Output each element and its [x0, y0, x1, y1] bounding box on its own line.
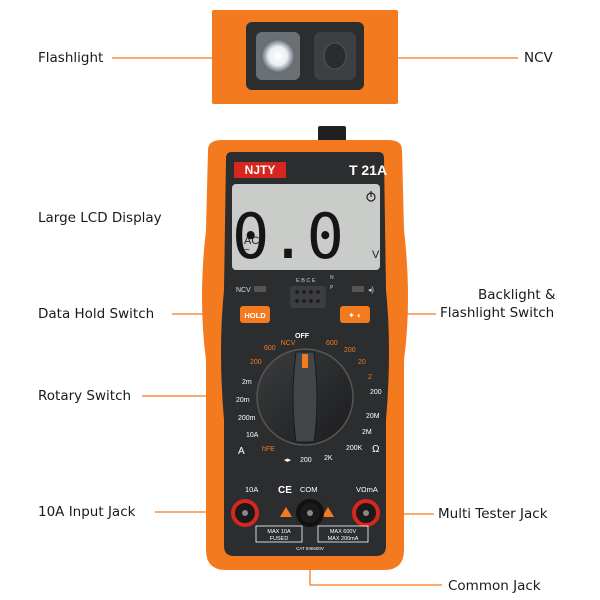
svg-text:2: 2 — [368, 374, 372, 381]
rotary-switch[interactable] — [256, 348, 354, 446]
hold-button-label: HOLD — [244, 311, 266, 320]
rotary-label: Rotary Switch — [38, 388, 132, 404]
lcd-mode: AC — [244, 235, 259, 247]
backlight-indicator-icon — [352, 286, 364, 292]
backlight-label-line2: Flashlight Switch — [440, 305, 555, 321]
jack-vohm[interactable] — [352, 499, 380, 527]
backlight-button-icon: ✦ ◐ — [348, 311, 362, 320]
svg-text:OFF: OFF — [295, 333, 310, 340]
svg-text:600: 600 — [264, 345, 276, 352]
svg-text:◂▸: ◂▸ — [284, 457, 292, 464]
ncv-indicator-icon — [254, 286, 266, 292]
svg-text:A: A — [238, 446, 245, 457]
sound-icon: ◂) — [368, 287, 374, 294]
lcd-label: Large LCD Display — [38, 210, 162, 226]
flashlight-label: Flashlight — [38, 50, 104, 66]
ce-mark: CE — [278, 485, 292, 496]
input-10a-label: 10A Input Jack — [38, 504, 136, 520]
ncv-label: NCV — [524, 50, 553, 66]
multi-jack-label: Multi Tester Jack — [438, 506, 548, 522]
svg-text:200m: 200m — [238, 415, 256, 422]
jack-com-label: COM — [300, 485, 318, 494]
top-inset — [212, 10, 398, 104]
svg-text:Ω: Ω — [372, 444, 380, 455]
warning-triangle-icon — [280, 507, 292, 517]
svg-text:20: 20 — [358, 359, 366, 366]
socket-n: N — [330, 275, 334, 281]
hold-label: Data Hold Switch — [38, 306, 155, 322]
jack-10a-label: 10A — [245, 485, 258, 494]
transistor-socket — [290, 286, 326, 308]
ncv-panel-label: NCV — [236, 287, 251, 294]
lcd-display — [232, 184, 380, 270]
svg-text:200: 200 — [300, 457, 312, 464]
cat-rating: CAT IIIIII600V — [296, 546, 324, 551]
svg-text:200: 200 — [250, 359, 262, 366]
lcd-ac-wave-icon: ~ — [244, 245, 250, 256]
backlight-button[interactable] — [340, 306, 370, 323]
socket-letters: E B C E — [296, 278, 316, 284]
lcd-unit: V — [372, 249, 380, 261]
dial-scale: OFF NCV 600 200 2m 20m 200m 10A hFE A 60… — [236, 333, 382, 464]
brand-badge — [234, 162, 286, 178]
rotary-pointer-icon — [302, 354, 308, 368]
socket-p: P — [330, 285, 334, 291]
hold-button[interactable] — [240, 306, 270, 323]
rating-max-600v: MAX 600V — [330, 529, 357, 535]
jack-com[interactable] — [296, 499, 324, 527]
svg-text:20M: 20M — [366, 413, 380, 420]
warning-triangle-icon — [322, 507, 334, 517]
common-jack-label: Common Jack — [448, 578, 541, 594]
svg-text:200K: 200K — [346, 445, 363, 452]
svg-text:hFE: hFE — [262, 446, 275, 453]
brand-name: NJTY — [245, 163, 276, 177]
svg-text:600: 600 — [326, 340, 338, 347]
flashlight-led-icon — [261, 39, 295, 73]
svg-text:NCV: NCV — [281, 340, 296, 347]
jack-10a[interactable] — [231, 499, 259, 527]
lcd-reading: 0.0 — [232, 200, 344, 273]
rating-max-10a: MAX 10A — [267, 529, 291, 535]
svg-text:10A: 10A — [246, 432, 259, 439]
svg-text:200: 200 — [344, 347, 356, 354]
jack-vohm-label: VΩmA — [356, 485, 378, 494]
rating-max-200ma: MAX 200mA — [328, 536, 359, 542]
svg-text:200: 200 — [370, 389, 382, 396]
svg-text:20m: 20m — [236, 397, 250, 404]
svg-text:2M: 2M — [362, 429, 372, 436]
backlight-label-line1: Backlight & — [478, 287, 556, 303]
svg-text:2m: 2m — [242, 379, 252, 386]
svg-text:2K: 2K — [324, 455, 333, 462]
rating-fused: FUSED — [270, 536, 289, 542]
model-name: T 21A — [349, 162, 387, 178]
